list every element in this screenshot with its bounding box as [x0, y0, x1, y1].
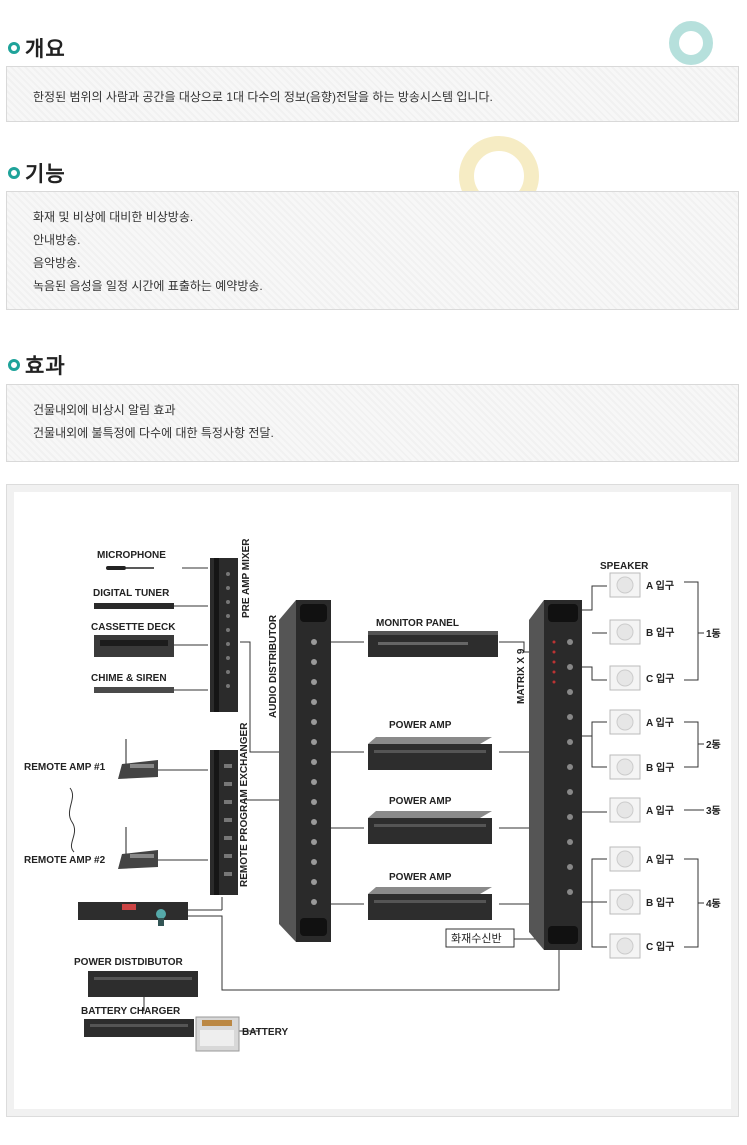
speaker-label: C 입구	[646, 940, 674, 953]
speaker-label: A 입구	[646, 579, 674, 592]
bullet-ring-icon	[8, 42, 20, 54]
speaker-cone-icon	[616, 623, 634, 641]
speaker-unit: A 입구	[609, 846, 674, 872]
remote-link-line	[68, 787, 76, 853]
system-diagram-svg: MICROPHONE DIGITAL TUNER CASSETTE DECK C…	[24, 538, 721, 1052]
building-label: 1동	[706, 628, 721, 640]
speaker-label: B 입구	[646, 761, 674, 774]
speaker-unit: B 입구	[609, 889, 674, 915]
monitor-panel-label: MONITOR PANEL	[376, 618, 459, 629]
power-amp-2-device	[368, 811, 492, 844]
power-distributor-device	[88, 971, 198, 997]
speaker-cone-icon	[616, 893, 634, 911]
speaker-unit: B 입구	[609, 619, 674, 645]
effect-item: 건물내외에 비상시 알림 효과	[33, 403, 176, 417]
microphone-label: MICROPHONE	[97, 550, 166, 561]
system-diagram: MICROPHONE DIGITAL TUNER CASSETTE DECK C…	[14, 492, 731, 1109]
speaker-cone-icon	[616, 801, 634, 819]
digital-tuner-label: DIGITAL TUNER	[93, 588, 170, 599]
power-amp-1-device	[368, 737, 492, 770]
control-unit-device	[78, 902, 188, 926]
power-amp-3-device	[368, 887, 492, 920]
decorative-ring-teal	[669, 21, 713, 65]
fire-receiver-label: 화재수신반	[451, 932, 502, 945]
feature-item: 녹음된 음성을 일정 시간에 표출하는 예약방송.	[33, 279, 263, 293]
matrix-device	[529, 600, 582, 950]
remote-program-exchanger-device	[210, 750, 238, 895]
digital-tuner-device	[94, 603, 174, 609]
overview-box: 한정된 범위의 사람과 공간을 대상으로 1대 다수의 정보(음향)전달을 하는…	[6, 66, 739, 122]
features-box: 화재 및 비상에 대비한 비상방송. 안내방송. 음악방송. 녹음된 음성을 일…	[6, 191, 739, 310]
bullet-ring-icon	[8, 167, 20, 179]
feature-item: 안내방송.	[33, 233, 81, 247]
speaker-unit: A 입구	[609, 572, 674, 598]
speaker-cone-icon	[616, 669, 634, 687]
feature-item: 음악방송.	[33, 256, 81, 270]
remote-amp-1-label: REMOTE AMP #1	[24, 762, 106, 773]
speaker-label: A 입구	[646, 716, 674, 729]
effects-heading: 효과	[8, 350, 66, 380]
speaker-label: B 입구	[646, 626, 674, 639]
pre-amp-mixer-device	[210, 558, 238, 712]
speaker-unit: C 입구	[609, 933, 674, 959]
effect-item: 건물내외에 불특정에 다수에 대한 특정사항 전달.	[33, 426, 274, 440]
audio-distributor-device	[279, 600, 331, 942]
speaker-title: SPEAKER	[600, 561, 649, 572]
battery-charger-device	[84, 1019, 194, 1037]
speaker-label: A 입구	[646, 804, 674, 817]
speaker-cone-icon	[616, 937, 634, 955]
building-label: 4동	[706, 898, 721, 910]
chime-siren-device	[94, 687, 174, 693]
power-distributor-label: POWER DISTDIBUTOR	[74, 957, 183, 968]
feature-item: 화재 및 비상에 대비한 비상방송.	[33, 210, 194, 224]
cassette-deck-label: CASSETTE DECK	[91, 622, 176, 633]
speaker-group: A 입구 B 입구 C 입구 A 입구 B 입구 A 입구 A 입구 B 입구 C 입구	[609, 572, 674, 959]
overview-text: 한정된 범위의 사람과 공간을 대상으로 1대 다수의 정보(음향)전달을 하는…	[33, 90, 493, 104]
battery-charger-label: BATTERY CHARGER	[81, 1006, 181, 1017]
effects-title: 효과	[25, 355, 66, 378]
features-heading: 기능	[8, 158, 66, 188]
speaker-cone-icon	[616, 713, 634, 731]
battery-label: BATTERY	[242, 1027, 288, 1038]
building-label: 3동	[706, 805, 721, 817]
fire-receiver-box	[445, 928, 515, 948]
speaker-label: A 입구	[646, 853, 674, 866]
speaker-unit: B 입구	[609, 754, 674, 780]
power-amp-3-label: POWER AMP	[389, 872, 452, 883]
speaker-label: B 입구	[646, 896, 674, 909]
speaker-lines	[582, 581, 704, 948]
speaker-cone-icon	[616, 576, 634, 594]
chime-siren-label: CHIME & SIREN	[91, 673, 167, 684]
pre-amp-mixer-label: PRE AMP MIXER	[241, 538, 252, 618]
speaker-unit: A 입구	[609, 709, 674, 735]
monitor-panel-device	[368, 631, 498, 657]
remote-amp-1-device	[118, 739, 158, 779]
microphone-device	[106, 566, 154, 570]
speaker-unit: C 입구	[609, 665, 674, 691]
speaker-cone-icon	[616, 850, 634, 868]
overview-heading: 개요	[8, 33, 66, 63]
system-diagram-frame: MICROPHONE DIGITAL TUNER CASSETTE DECK C…	[6, 484, 739, 1117]
matrix-label: MATRIX X 9	[516, 648, 527, 704]
building-label: 2동	[706, 739, 721, 751]
features-title: 기능	[25, 163, 66, 186]
power-amp-2-label: POWER AMP	[389, 796, 452, 807]
remote-amp-2-device	[118, 827, 158, 869]
remote-amp-2-label: REMOTE AMP #2	[24, 855, 106, 866]
bullet-ring-icon	[8, 359, 20, 371]
speaker-unit: A 입구	[609, 797, 674, 823]
effects-box: 건물내외에 비상시 알림 효과 건물내외에 불특정에 다수에 대한 특정사항 전…	[6, 384, 739, 462]
speaker-cone-icon	[616, 758, 634, 776]
speaker-label: C 입구	[646, 672, 674, 685]
power-amp-1-label: POWER AMP	[389, 720, 452, 731]
overview-title: 개요	[25, 38, 66, 61]
battery-device	[195, 1016, 240, 1052]
remote-program-exchanger-label: REMOTE PROGRAM EXCHANGER	[239, 722, 250, 887]
audio-distributor-label: AUDIO DISTRIBUTOR	[268, 614, 279, 718]
